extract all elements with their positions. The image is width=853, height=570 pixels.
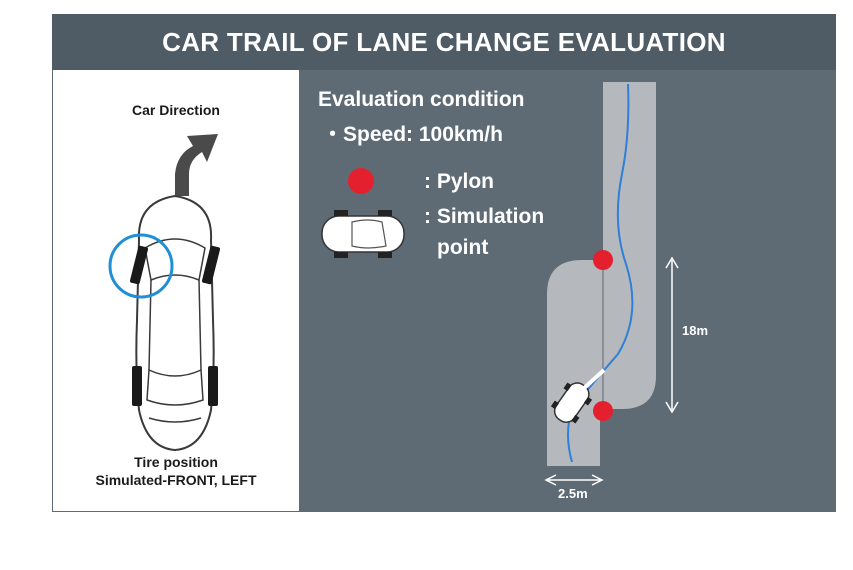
pylon-legend-label: : Pylon [424, 170, 495, 193]
diagram-frame: CAR TRAIL OF LANE CHANGE EVALUATION Car … [52, 14, 836, 512]
rear-window [146, 368, 204, 406]
tire-position-line1: Tire position [134, 454, 218, 470]
tire-position-label: Tire position Simulated-FRONT, LEFT [53, 453, 299, 489]
legend-pylon-icon [348, 168, 374, 194]
pylon-lower [593, 401, 613, 421]
trunk-line [148, 417, 202, 423]
simulation-marker [580, 368, 606, 392]
track-road [547, 82, 656, 466]
simulation-legend-label: : Simulation [424, 205, 545, 228]
header-bar: CAR TRAIL OF LANE CHANGE EVALUATION [52, 14, 836, 70]
width-arrow-left [544, 474, 557, 486]
diagram-title: CAR TRAIL OF LANE CHANGE EVALUATION [162, 26, 726, 57]
simulated-tire-highlight [108, 233, 174, 299]
legend-simulation-car-icon [321, 210, 405, 258]
simulation-legend-label-line2: point [437, 236, 489, 259]
pylon-upper [593, 250, 613, 270]
width-dimension-label: 2.5m [558, 486, 588, 501]
length-dimension-label: 18m [682, 323, 709, 338]
width-arrow-right [591, 474, 604, 486]
cabin-right [198, 279, 202, 371]
length-arrow-top [665, 256, 679, 269]
windshield [144, 238, 206, 282]
car-direction-label: Car Direction [132, 102, 220, 118]
track-diagram [321, 82, 679, 486]
direction-arrow-icon [175, 134, 218, 196]
length-arrow-bottom [665, 401, 679, 414]
tire-front-left [129, 245, 149, 285]
tire-front-right [201, 245, 221, 285]
speed-condition: ・Speed: 100km/h [322, 123, 503, 146]
car-top-view [108, 134, 221, 452]
tire-position-line2: Simulated-FRONT, LEFT [95, 472, 257, 488]
simulation-point-car-icon [550, 382, 593, 424]
tire-rear-right [208, 366, 218, 406]
tire-rear-left [132, 366, 142, 406]
evaluation-condition-heading: Evaluation condition [318, 88, 525, 111]
car-panel: Car Direction Tire position Sim [53, 70, 299, 511]
